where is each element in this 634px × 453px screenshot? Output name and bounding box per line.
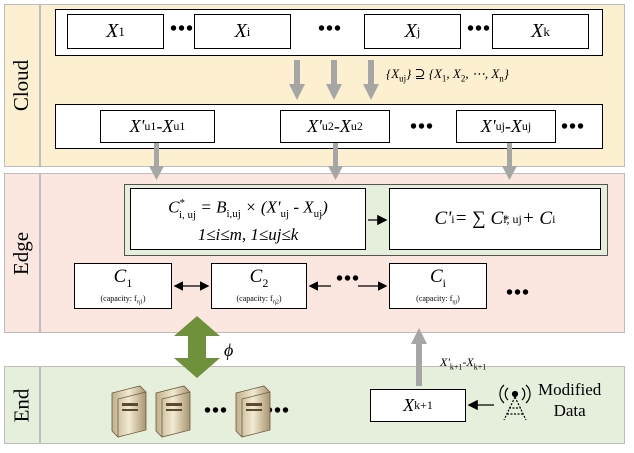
edge-node-dots-1: ••• — [336, 268, 361, 290]
update-label: X'k+1-Xk+1 — [440, 355, 487, 372]
diff-dots-2: ••• — [561, 116, 586, 138]
cloud-dots-3: ••• — [467, 18, 492, 40]
end-up-arrow — [411, 328, 427, 386]
diff-to-edge-arrow-2 — [328, 143, 343, 180]
diff-to-edge-arrow-3 — [502, 143, 517, 180]
diff-to-edge-arrow-1 — [149, 143, 164, 180]
antenna-icon — [499, 384, 531, 421]
server-dots-1: ••• — [204, 400, 229, 422]
server-dots-2: ••• — [266, 400, 291, 422]
server-icon-3 — [235, 385, 271, 438]
subset-relation-label: {Xuj} ⊇ {X1, X2, ⋯, Xn} — [386, 66, 509, 84]
phi-label: ϕ — [224, 340, 234, 360]
end-layer-label-panel: End — [4, 366, 40, 444]
edge-node-dots-2: ••• — [506, 282, 531, 304]
diff-dots-1: ••• — [410, 116, 435, 138]
cloud-down-arrow-1 — [289, 60, 305, 100]
edge-layer-label-panel: Edge — [4, 173, 40, 333]
formula-box: C*i, uj = Bi,uj × (X'uj - Xuj) 1≤i≤m, 1≤… — [130, 188, 366, 250]
server-icon-1 — [111, 385, 147, 438]
edge-node-c1: C1 (capacity: fη1) — [74, 263, 172, 309]
formula-line-2: 1≤i≤m, 1≤uj≤k — [197, 224, 299, 244]
cloud-layer-label-panel: Cloud — [4, 4, 40, 167]
formula-line-1: C*i, uj = Bi,uj × (X'uj - Xuj) — [168, 197, 328, 221]
edge-node-c2: C2 (capacity: fη2) — [211, 263, 307, 309]
modified-data-label: Modified Data — [538, 380, 602, 420]
edge-end-double-arrow — [174, 316, 220, 378]
cloud-down-arrow-3 — [363, 60, 379, 100]
edge-node-ci: Ci (capacity: fηi) — [389, 263, 487, 309]
server-icon-2 — [155, 385, 191, 438]
cloud-dots-2: ••• — [318, 18, 343, 40]
cloud-dots-1: ••• — [170, 18, 195, 40]
cloud-down-arrow-2 — [326, 60, 342, 100]
